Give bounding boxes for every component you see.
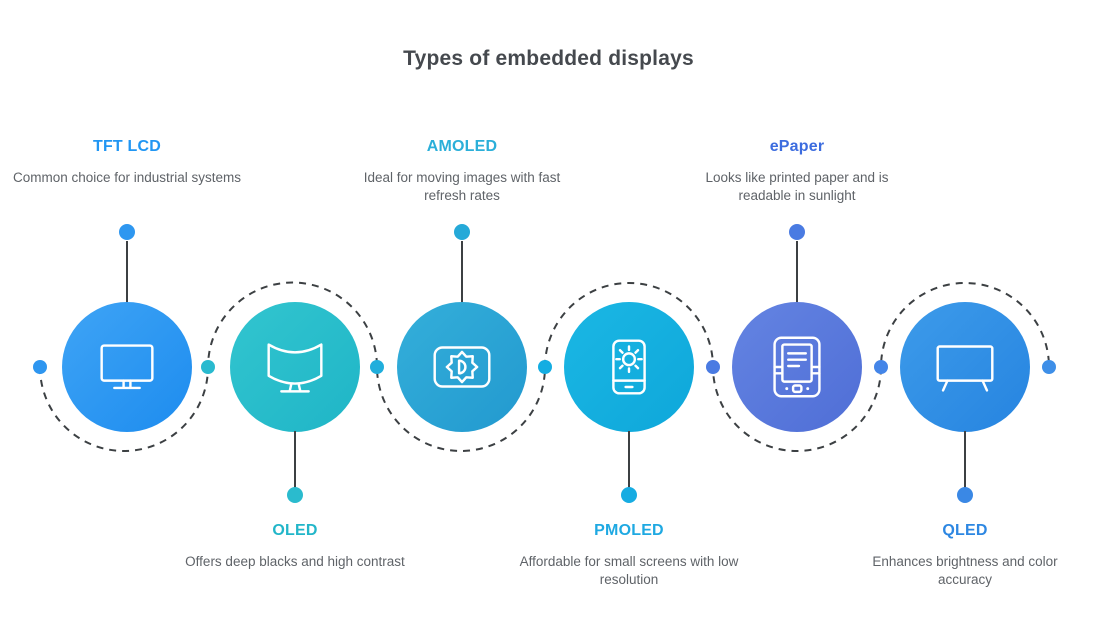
node-circle-oled xyxy=(230,302,360,432)
item-label-block: PMOLED Affordable for small screens with… xyxy=(514,522,744,588)
node-circle-amoled xyxy=(397,302,527,432)
monitor-icon xyxy=(100,344,154,390)
item-title: TFT LCD xyxy=(92,138,162,155)
item-label-block: ePaper Looks like printed paper and is r… xyxy=(682,138,912,204)
connector-dot xyxy=(538,360,552,374)
item-label-block: TFT LCD Common choice for industrial sys… xyxy=(12,138,242,187)
page-title: Types of embedded displays xyxy=(403,47,694,70)
node-circle-pmoled xyxy=(564,302,694,432)
connector-dot xyxy=(706,360,720,374)
item-dot xyxy=(621,487,637,503)
phone-brightness-icon xyxy=(612,339,646,395)
item-description: Looks like printed paper and is readable… xyxy=(705,170,889,203)
connector-dot xyxy=(874,360,888,374)
connector-dot xyxy=(1042,360,1056,374)
item-description: Affordable for small screens with low re… xyxy=(519,554,739,587)
connector-dot xyxy=(201,360,215,374)
curved-monitor-icon xyxy=(267,343,323,393)
item-dot xyxy=(119,224,135,240)
item-description: Common choice for industrial systems xyxy=(12,170,242,185)
node-circle-tft-lcd xyxy=(62,302,192,432)
tv-icon xyxy=(936,345,994,392)
node-circle-qled xyxy=(900,302,1030,432)
stem-line xyxy=(796,241,798,303)
stem-line xyxy=(126,241,128,303)
ereader-icon xyxy=(773,336,821,398)
connector-dot xyxy=(370,360,384,374)
item-title: AMOLED xyxy=(426,138,498,155)
connector-dot xyxy=(33,360,47,374)
item-label-block: OLED Offers deep blacks and high contras… xyxy=(180,522,410,571)
stem-line xyxy=(628,431,630,488)
item-dot xyxy=(287,487,303,503)
item-dot xyxy=(957,487,973,503)
stem-line xyxy=(964,431,966,488)
item-title: QLED xyxy=(942,522,988,539)
item-description: Offers deep blacks and high contrast xyxy=(185,554,405,569)
item-title: OLED xyxy=(272,522,318,539)
stem-line xyxy=(294,431,296,488)
item-dot xyxy=(454,224,470,240)
brightness-display-icon xyxy=(433,346,491,388)
item-dot xyxy=(789,224,805,240)
item-label-block: AMOLED Ideal for moving images with fast… xyxy=(347,138,577,204)
item-title: ePaper xyxy=(769,138,825,155)
item-description: Enhances brightness and color accuracy xyxy=(872,554,1058,587)
node-circle-epaper xyxy=(732,302,862,432)
stem-line xyxy=(461,241,463,303)
item-label-block: QLED Enhances brightness and color accur… xyxy=(850,522,1080,588)
item-title: PMOLED xyxy=(594,522,664,539)
item-description: Ideal for moving images with fast refres… xyxy=(363,170,561,203)
